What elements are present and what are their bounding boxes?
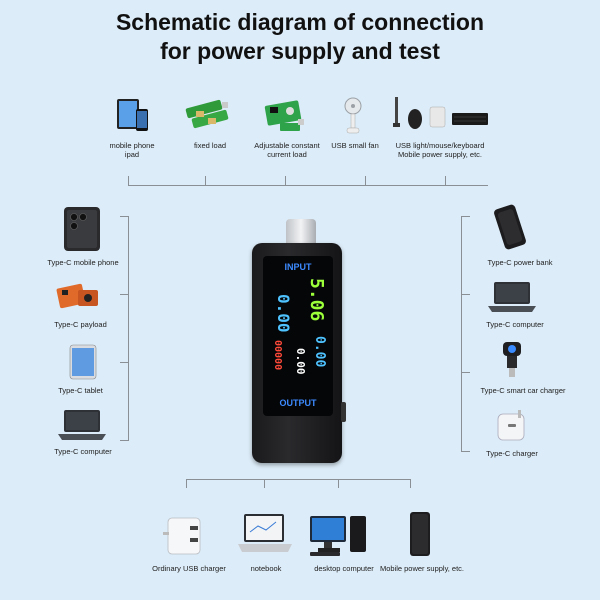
- typec-payload-icon: [56, 283, 98, 309]
- top-tick-5: [445, 176, 446, 185]
- right-tick-1: [461, 216, 470, 217]
- bottom-bracket: [186, 479, 410, 480]
- typec-tablet-icon: [69, 344, 97, 380]
- right-label-3: Type-C smart car charger: [480, 386, 566, 395]
- top-label-1: mobile phone ipad: [109, 141, 155, 159]
- light-mouse-keyboard-icon: [393, 97, 488, 129]
- top-label-5: USB light/mouse/keyboard Mobile power su…: [395, 141, 485, 159]
- typec-computer-icon-right: [488, 282, 536, 312]
- right-tick-4: [461, 451, 470, 452]
- usb-c-plug: [286, 219, 316, 245]
- bottom-label-3: desktop computer: [314, 564, 374, 573]
- secondary-readout: 0.00: [312, 336, 327, 368]
- usb-charger-icon: [163, 517, 201, 555]
- voltage-readout: 5.06: [306, 278, 327, 322]
- left-label-4: Type-C computer: [54, 447, 112, 456]
- typec-car-charger-icon: [503, 342, 521, 377]
- title-line-1: Schematic diagram of connection: [115, 9, 485, 35]
- mobile-power-supply-icon: [410, 512, 430, 556]
- left-tick-4: [120, 440, 129, 441]
- typec-phone-icon: [64, 207, 100, 251]
- bottom-tick-2: [264, 479, 265, 488]
- left-bracket: [128, 216, 129, 440]
- bottom-tick-3: [338, 479, 339, 488]
- phone-ipad-icon: [117, 99, 148, 131]
- top-tick-1: [128, 176, 129, 185]
- right-label-2: Type-C computer: [486, 320, 544, 329]
- notebook-icon: [238, 514, 292, 552]
- top-tick-4: [365, 176, 366, 185]
- right-tick-3: [461, 372, 470, 373]
- energy-readout: 00000: [272, 340, 283, 371]
- usb-fan-icon: [344, 97, 362, 134]
- small-readout: 0.00: [294, 348, 307, 375]
- top-tick-3: [285, 176, 286, 185]
- right-label-4: Type-C charger: [486, 449, 538, 458]
- input-label: INPUT: [284, 262, 312, 272]
- top-label-3: Adjustable constant current load: [254, 141, 320, 159]
- tester-screen: INPUT 0.00 5.06 00000 0.00 0.00 OUTPUT: [263, 256, 333, 416]
- left-tick-1: [120, 216, 129, 217]
- top-label-4: USB small fan: [331, 141, 379, 150]
- side-button: [341, 402, 346, 422]
- typec-charger-icon: [497, 410, 525, 441]
- output-label: OUTPUT: [279, 398, 317, 408]
- fixed-load-icon: [185, 99, 229, 129]
- current-readout: 0.00: [274, 294, 293, 333]
- page-title: Schematic diagram of connection for powe…: [0, 8, 600, 66]
- bottom-label-1: Ordinary USB charger: [152, 564, 226, 573]
- left-label-1: Type-C mobile phone: [47, 258, 119, 267]
- top-label-2: fixed load: [193, 141, 227, 150]
- right-bracket: [461, 216, 462, 452]
- top-bracket: [128, 185, 488, 186]
- bottom-tick-4: [410, 479, 411, 488]
- bottom-tick-1: [186, 479, 187, 488]
- typec-power-bank-icon: [494, 204, 526, 250]
- typec-computer-icon-left: [58, 410, 106, 440]
- title-line-2: for power supply and test: [160, 38, 440, 64]
- bottom-label-2: notebook: [250, 564, 282, 573]
- left-label-2: Type-C payload: [54, 320, 107, 329]
- right-label-1: Type-C power bank: [487, 258, 553, 267]
- bottom-label-4: Mobile power supply, etc.: [379, 564, 465, 573]
- left-tick-3: [120, 362, 129, 363]
- desktop-computer-icon: [310, 516, 366, 556]
- adjustable-load-icon: [264, 100, 304, 131]
- right-tick-2: [461, 294, 470, 295]
- left-tick-2: [120, 294, 129, 295]
- left-label-3: Type-C tablet: [58, 386, 103, 395]
- top-tick-2: [205, 176, 206, 185]
